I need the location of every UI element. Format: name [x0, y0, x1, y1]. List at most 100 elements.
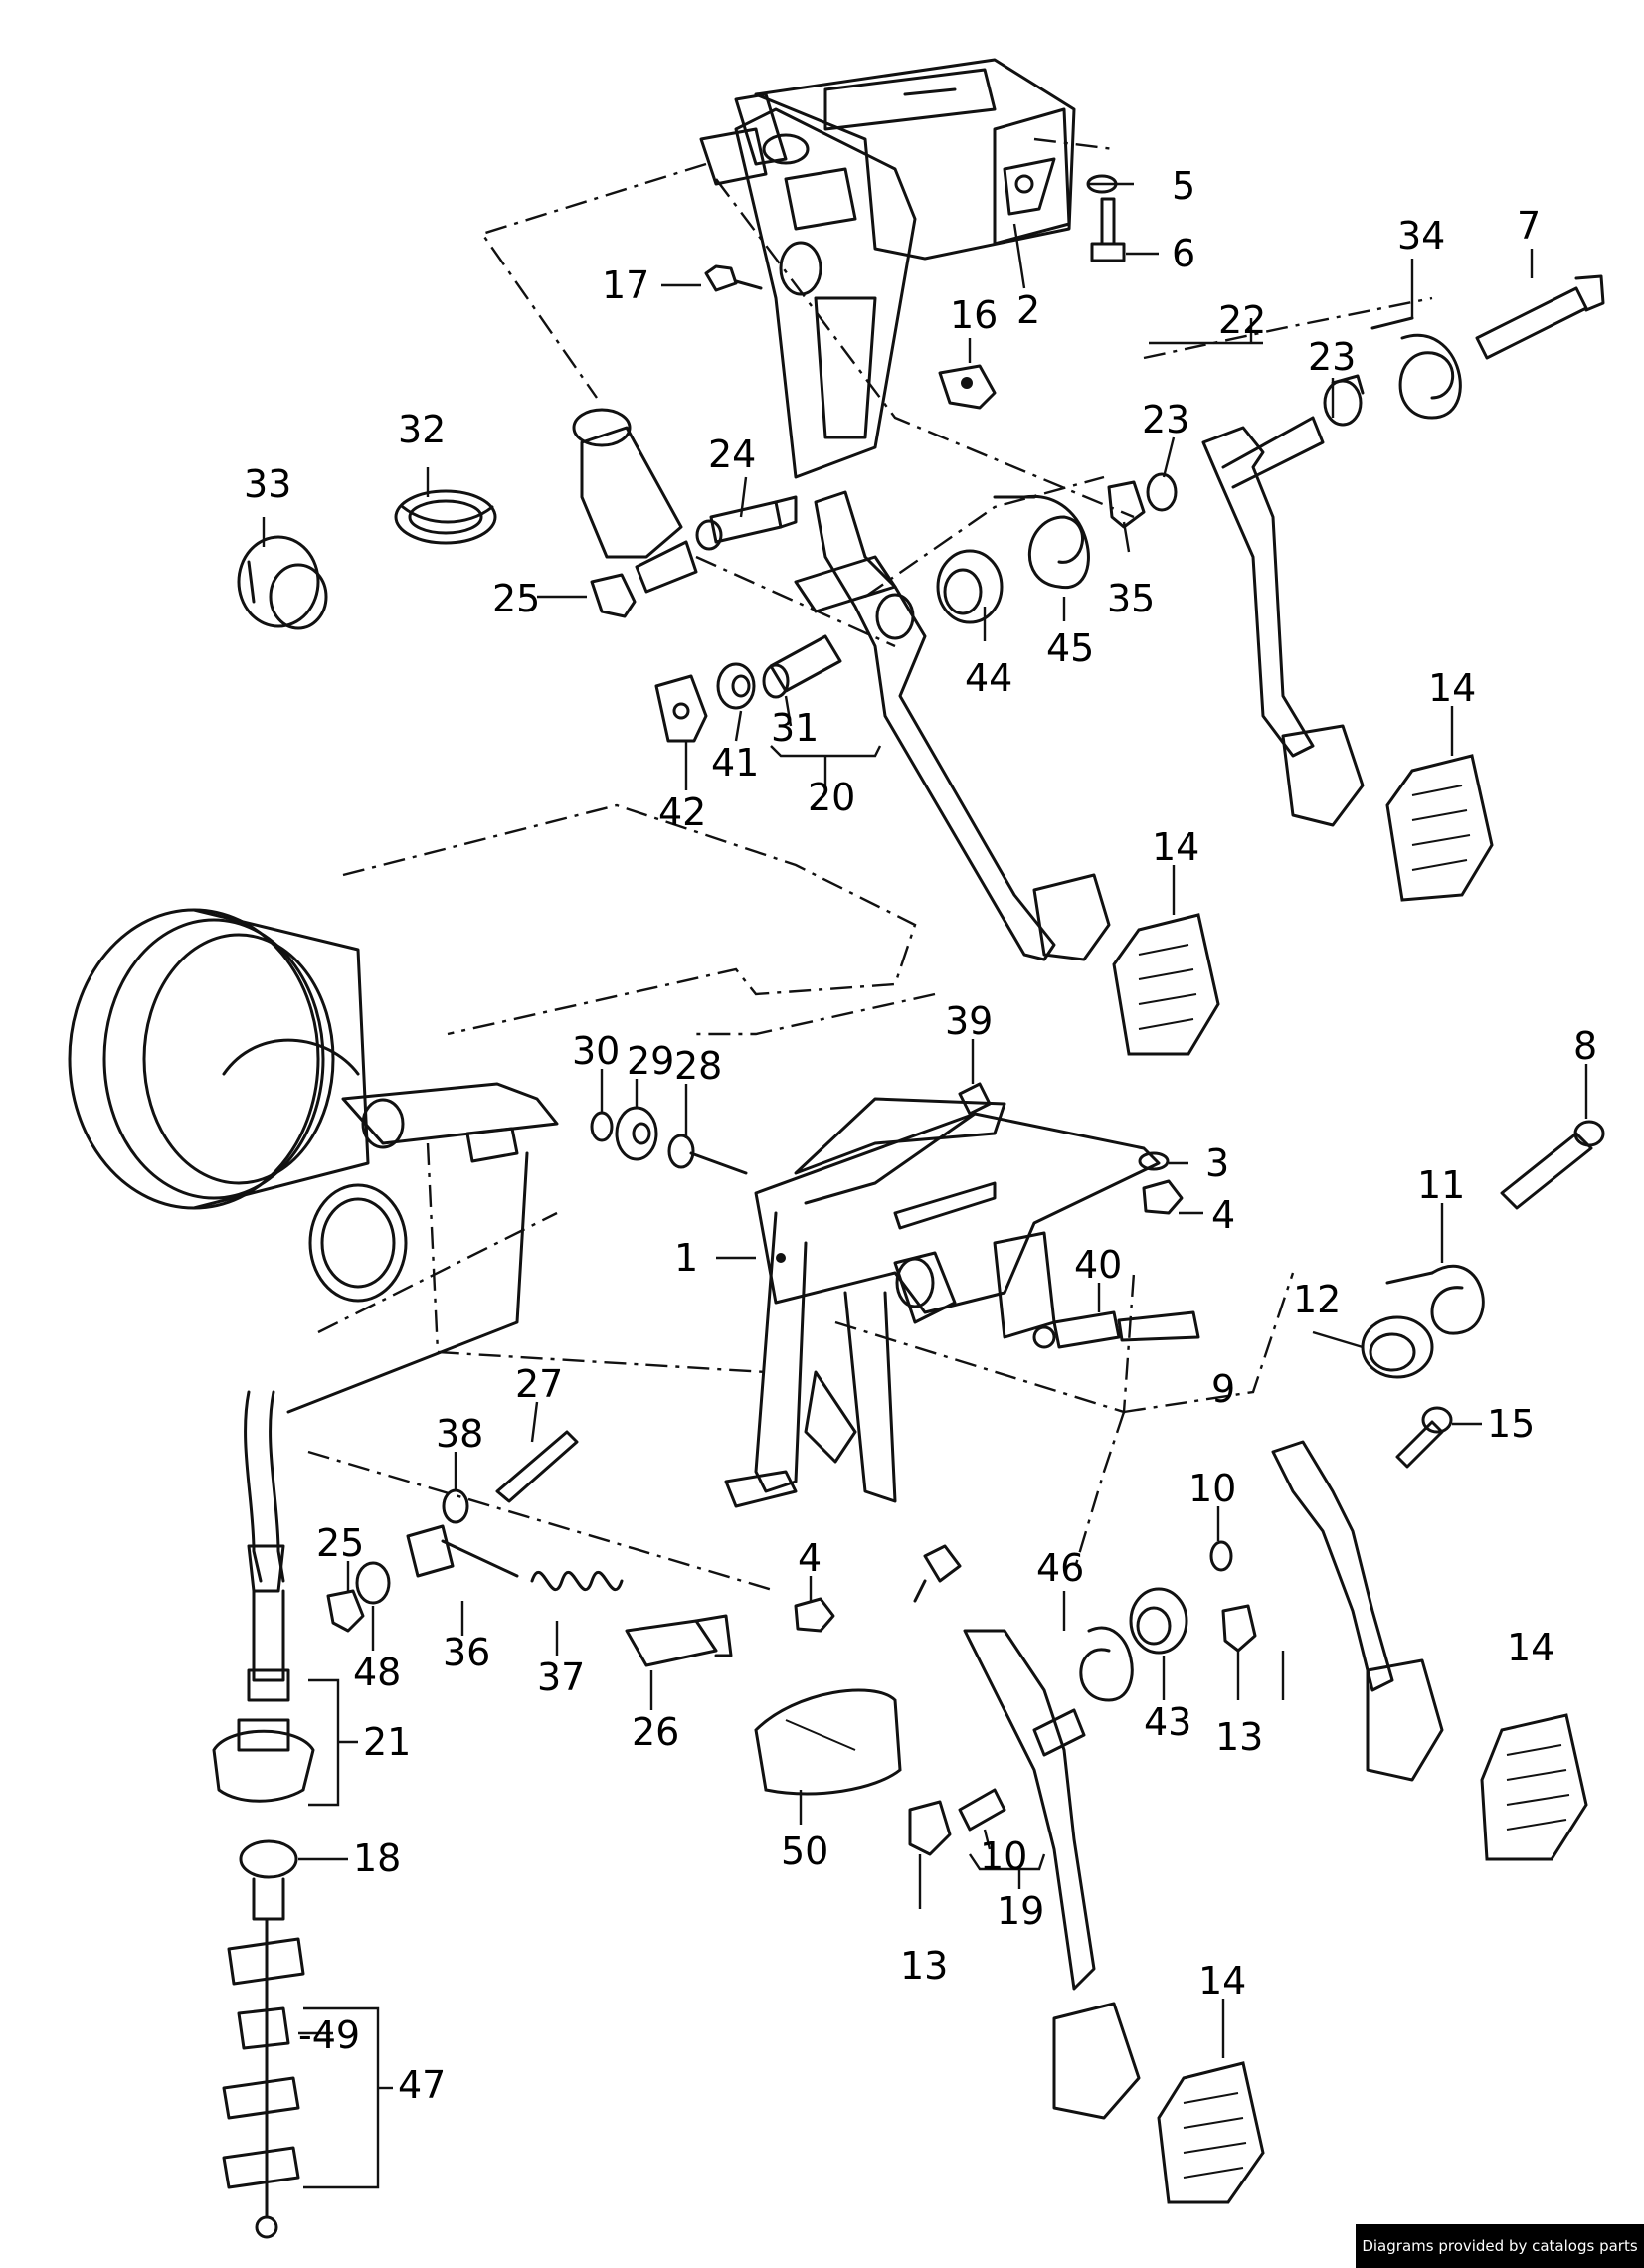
callout-42: 42: [658, 790, 706, 834]
callout-28: 28: [674, 1044, 722, 1088]
pushrod-assembly: [341, 1082, 559, 1163]
callout-3: 3: [1205, 1141, 1229, 1185]
callout-47: 47: [398, 2063, 446, 2107]
callout-19: 19: [997, 1889, 1044, 1933]
callout-34: 34: [1397, 214, 1445, 258]
callout-14a: 14: [1428, 666, 1476, 710]
callout-15: 15: [1487, 1402, 1535, 1446]
clip-35: [1107, 480, 1146, 529]
clutch-pedal: [794, 490, 1111, 961]
pedal-pad-14-lower-center: [1157, 2061, 1265, 2204]
callout-23b: 23: [1142, 398, 1189, 441]
clip-16: [938, 364, 997, 410]
bushing-23-a: [1146, 472, 1178, 512]
bushing-29: [615, 1106, 658, 1161]
pedal-9: [1271, 1440, 1444, 1782]
callout-21: 21: [363, 1720, 411, 1764]
screw-39: [804, 1082, 992, 1205]
nut-4-lower: [794, 1597, 835, 1633]
callout-12: 12: [1293, 1278, 1341, 1321]
callout-24: 24: [708, 433, 756, 476]
spring-46: [1079, 1626, 1134, 1702]
bushing-12: [1361, 1315, 1434, 1379]
callout-35: 35: [1107, 577, 1155, 620]
nut-4-upper: [1142, 1179, 1184, 1215]
pedal-bracket-lower: [724, 1097, 1161, 1508]
callout-25b: 25: [316, 1521, 364, 1565]
callout-33: 33: [244, 462, 291, 506]
callout-10a: 10: [1188, 1467, 1236, 1510]
callout-26: 26: [632, 1710, 679, 1754]
callout-23a: 23: [1308, 335, 1356, 379]
callout-30: 30: [572, 1029, 620, 1073]
callout-45: 45: [1046, 626, 1094, 670]
bolt-6: [1090, 197, 1126, 262]
clip-13-upper: [1221, 1604, 1257, 1653]
callout-14d: 14: [1198, 1959, 1246, 2003]
bushing-23-b: [1323, 374, 1365, 427]
cable-adjuster-21: [212, 1718, 315, 1803]
callout-13b: 13: [900, 1944, 948, 1988]
pedal-22: [1201, 416, 1365, 827]
callout-31: 31: [771, 706, 819, 750]
callout-18: 18: [353, 1836, 401, 1880]
callout-13a: 13: [1215, 1715, 1263, 1759]
callout-labels: 5 6 2 17 16 34 7 22 23 23 32 33 24 25 35…: [244, 164, 1597, 2107]
bushing-43: [1129, 1587, 1188, 1655]
callout-39: 39: [945, 999, 993, 1043]
callout-6: 6: [1172, 232, 1195, 275]
callout-25a: 25: [492, 577, 540, 620]
callout-37: 37: [537, 1656, 585, 1699]
callout-1: 1: [674, 1236, 698, 1280]
clip-25-upper: [590, 573, 637, 618]
bushing-44: [936, 549, 1004, 624]
pedal-pad-14-upper-right: [1385, 754, 1494, 902]
callout-20: 20: [808, 776, 855, 819]
callout-49: -49: [298, 2013, 360, 2057]
seal-32: [394, 489, 497, 545]
washer-38: [442, 1488, 469, 1524]
spring-37: [530, 1571, 624, 1591]
bolt-8: [1500, 1120, 1605, 1210]
leader-lines: [262, 182, 1588, 2189]
spring-34: [1370, 316, 1462, 420]
switch-40: [1032, 1310, 1200, 1349]
callout-5: 5: [1172, 164, 1195, 208]
brake-booster: [68, 908, 408, 1303]
washer-30: [590, 1111, 614, 1142]
pedal-bracket-upper: [699, 58, 1076, 479]
screw-17: [704, 264, 763, 292]
callout-46: 46: [1036, 1546, 1084, 1590]
callout-17: 17: [602, 263, 649, 307]
clutch-cable: [244, 1390, 290, 1702]
pedal-pad-14-lower-right: [1480, 1713, 1588, 1861]
nut-28: [667, 1134, 748, 1175]
bolt-15: [1395, 1406, 1453, 1469]
callout-14b: 14: [1152, 825, 1199, 869]
callout-38: 38: [436, 1412, 483, 1456]
callout-7: 7: [1517, 204, 1541, 248]
callout-4a: 4: [1211, 1193, 1235, 1237]
attribution-footer: Diagrams provided by catalogs parts: [1356, 2224, 1644, 2268]
callout-22: 22: [1218, 298, 1266, 342]
washer-48: [355, 1561, 391, 1605]
callout-32: 32: [398, 408, 446, 451]
bushing-10-upper: [1209, 1540, 1233, 1572]
pin-24: [695, 495, 798, 551]
callout-41: 41: [711, 741, 759, 785]
clip-25-lower: [326, 1589, 365, 1633]
callout-36: 36: [443, 1631, 490, 1674]
pedal-pad-14-upper-center: [1112, 913, 1220, 1056]
screw-50: [913, 1544, 962, 1603]
callout-11: 11: [1417, 1163, 1465, 1207]
bracket-36: [406, 1524, 519, 1578]
callout-2: 2: [1016, 288, 1040, 332]
callout-48: 48: [353, 1651, 401, 1694]
bushing-10-lower: [958, 1788, 1006, 1832]
callout-9: 9: [1211, 1367, 1235, 1411]
spring-45: [993, 494, 1090, 590]
callout-44: 44: [965, 656, 1012, 700]
bolt-7: [1475, 274, 1605, 360]
pin-27: [495, 1430, 579, 1503]
